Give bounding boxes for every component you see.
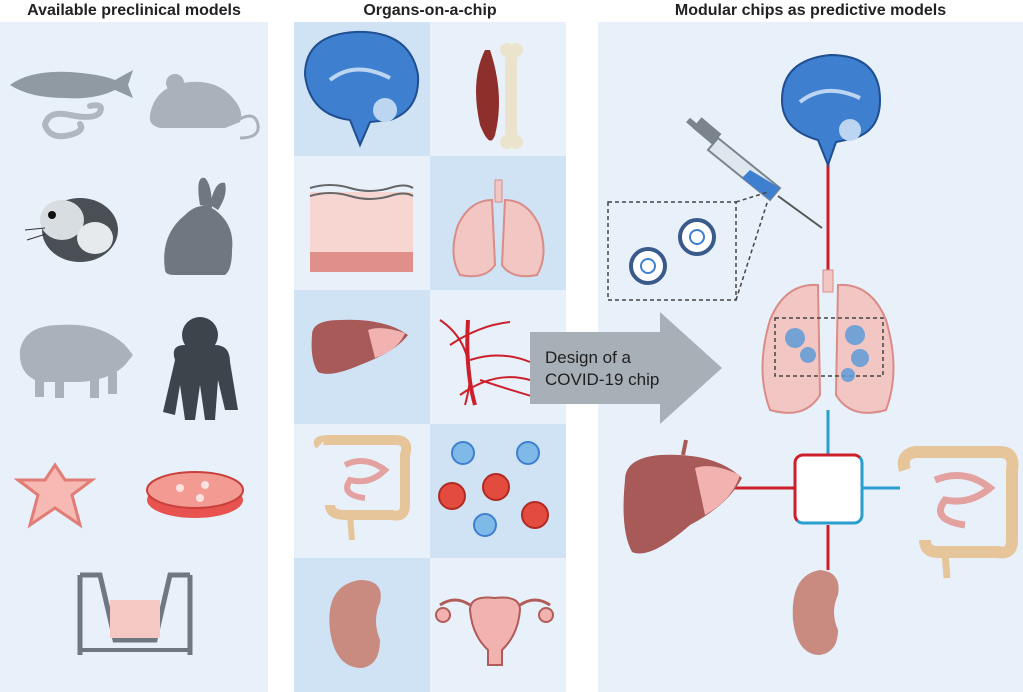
right-panel-title: Modular chips as predictive models bbox=[674, 2, 947, 19]
left-panel-title: Available preclinical models bbox=[27, 2, 241, 19]
virus-icon bbox=[629, 218, 716, 285]
intestine-icon bbox=[897, 446, 1019, 579]
lung-icon bbox=[452, 179, 545, 278]
virus-callout bbox=[607, 191, 769, 301]
kidney-icon bbox=[329, 580, 381, 668]
arrow-label-line1: Design of a bbox=[545, 348, 631, 367]
kidney-icon bbox=[792, 570, 839, 655]
transwell-icon bbox=[77, 572, 193, 655]
brain-icon bbox=[780, 53, 882, 168]
design-arrow bbox=[530, 312, 722, 424]
pig-icon bbox=[19, 324, 134, 398]
guinea-pig-icon bbox=[24, 198, 118, 262]
rabbit-icon bbox=[164, 177, 233, 275]
liver-icon bbox=[311, 319, 408, 374]
uterus-icon bbox=[435, 596, 554, 666]
zebrafish-icon bbox=[10, 70, 133, 99]
intestine-icon bbox=[313, 435, 412, 541]
petri-dish-icon bbox=[146, 471, 244, 518]
worm-icon bbox=[42, 102, 104, 140]
chip-connector-icon bbox=[793, 453, 864, 525]
organoid-icon bbox=[13, 462, 97, 529]
chimpanzee-icon bbox=[163, 317, 238, 420]
muscle-bone-icon bbox=[476, 43, 523, 149]
lung-infected-icon bbox=[761, 269, 895, 414]
liver-icon bbox=[623, 439, 742, 554]
arrow-label-line2: COVID-19 chip bbox=[545, 370, 660, 389]
brain-icon bbox=[303, 30, 420, 148]
vasculature-icon bbox=[439, 319, 546, 406]
mouse-icon bbox=[149, 74, 260, 140]
immune-cells-icon bbox=[438, 441, 549, 537]
chip-connections bbox=[728, 155, 900, 570]
syringe-icon bbox=[686, 117, 823, 229]
middle-panel-title: Organs-on-a-chip bbox=[363, 2, 497, 19]
skin-icon bbox=[309, 184, 414, 272]
